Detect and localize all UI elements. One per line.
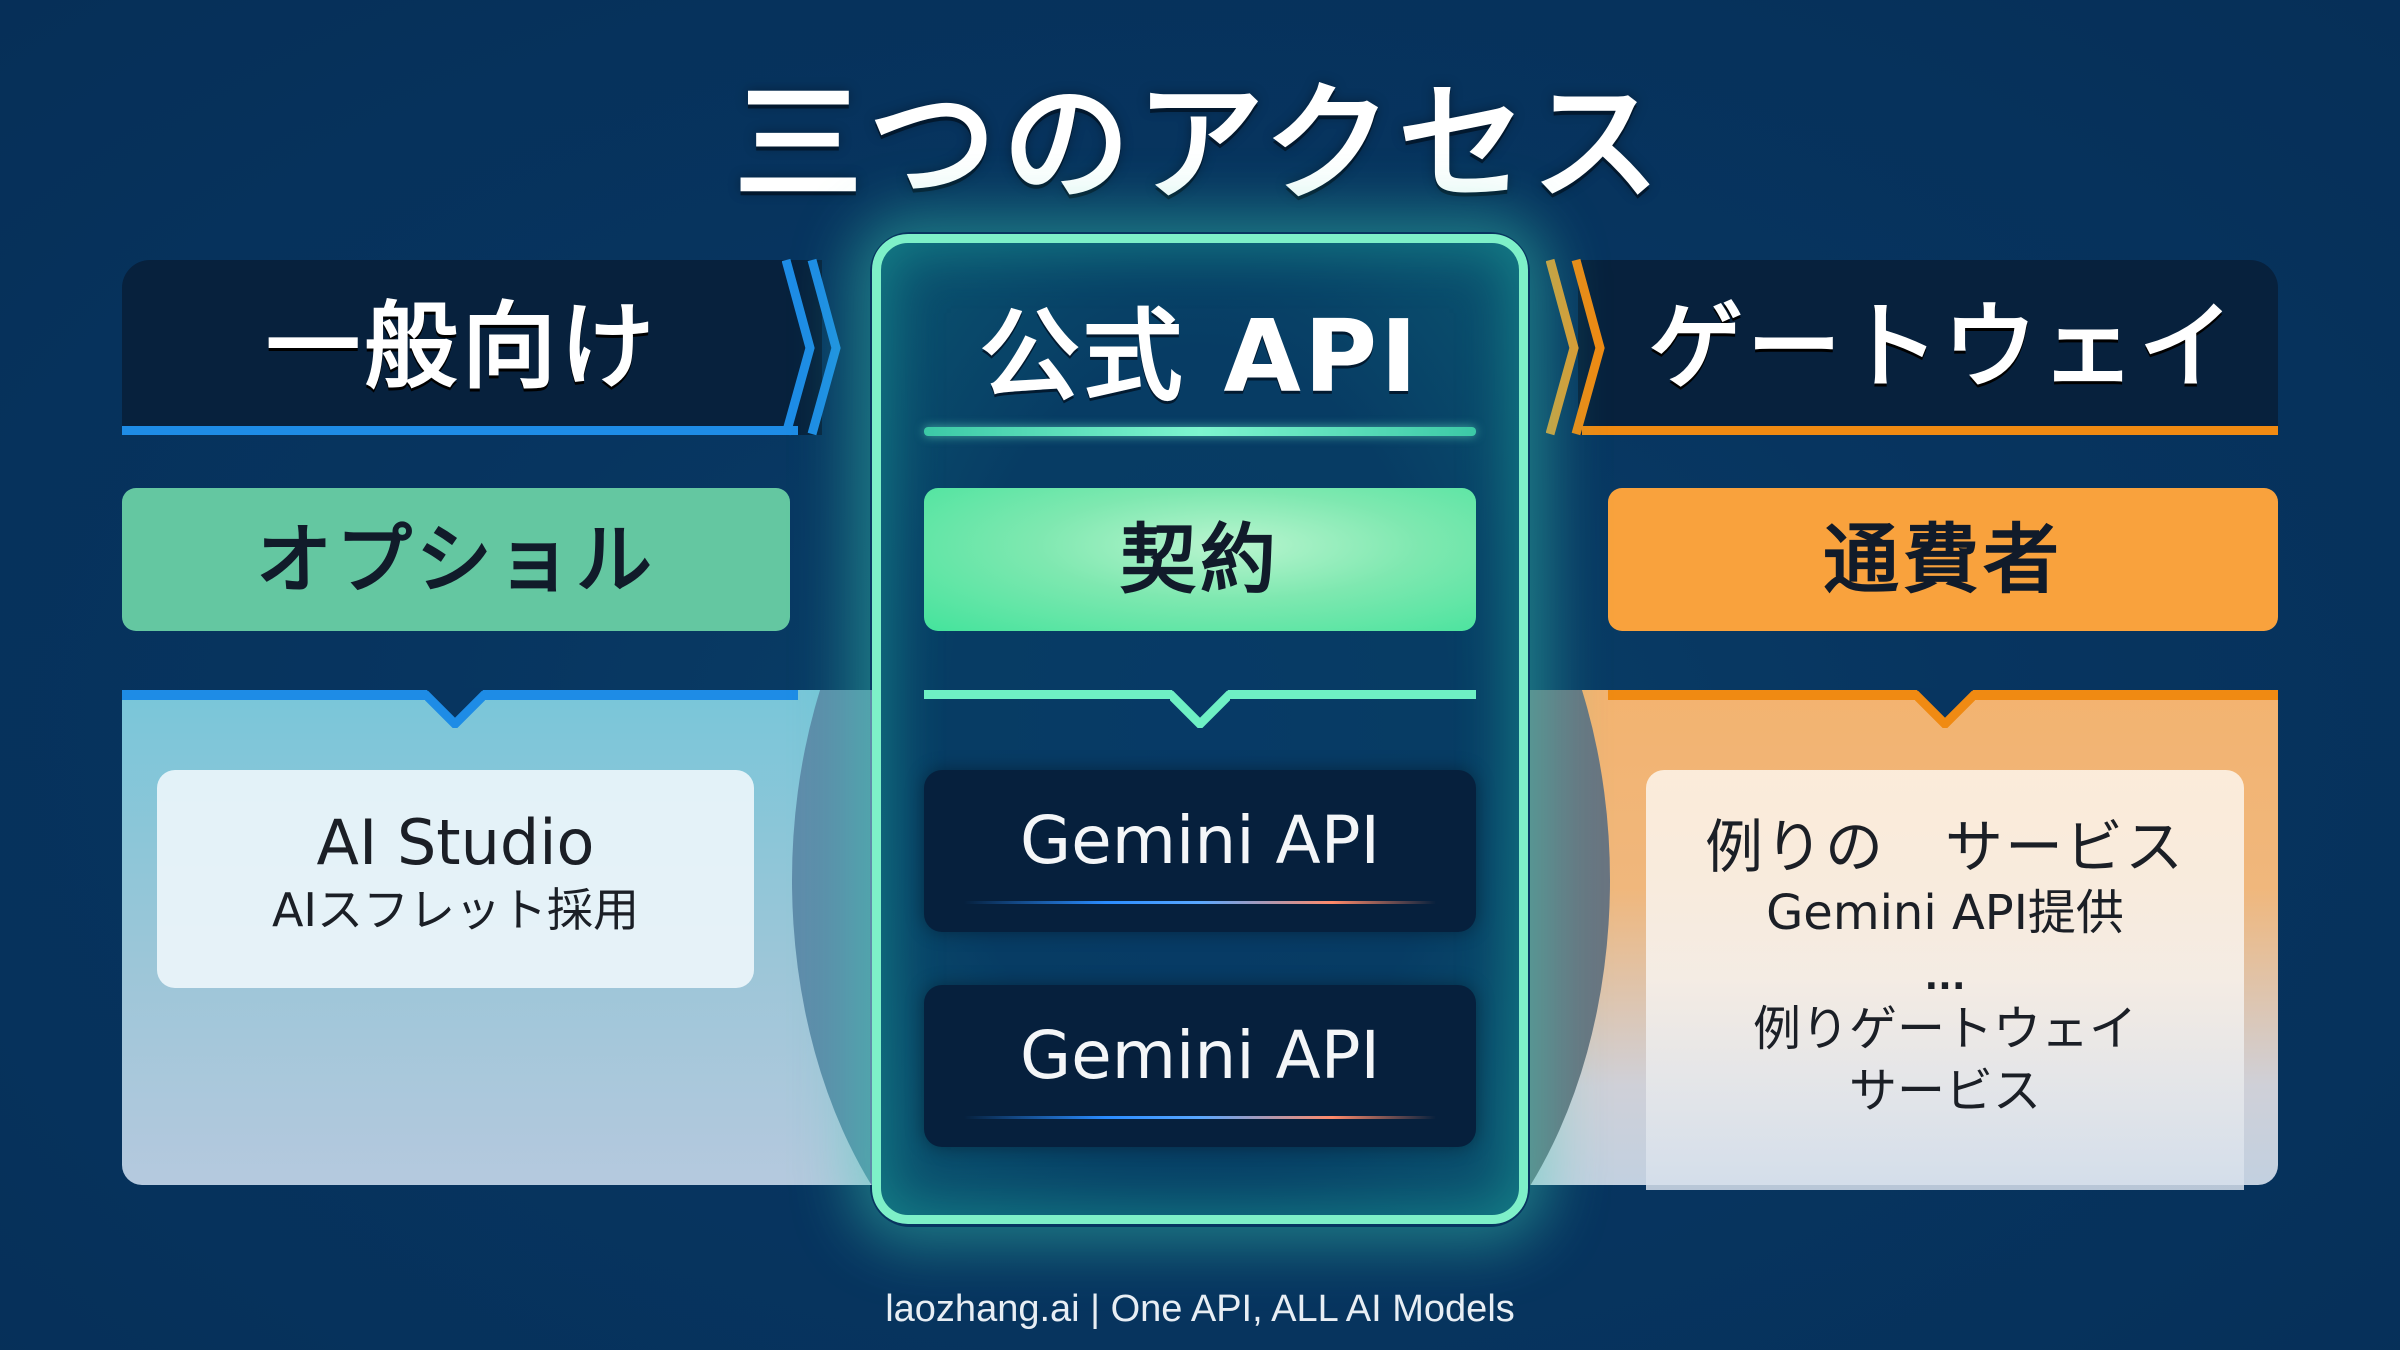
decorative-arc <box>792 690 872 1185</box>
left-header-title: 一般向け <box>265 293 658 402</box>
gateway-line-1: 例りの サービス <box>1704 813 2185 881</box>
glow-underline <box>964 901 1436 904</box>
double-chevron-right-icon <box>782 258 841 436</box>
right-header-title: ゲートウェイ <box>1648 293 2237 402</box>
center-header-title: 公式 API <box>979 298 1421 415</box>
right-header-banner: ゲートウェイ <box>1578 260 2278 435</box>
page-title: 三つのアクセス <box>734 70 1666 219</box>
center-category-label: 契約 <box>924 488 1476 631</box>
gemini-api-item: Gemini API <box>924 985 1476 1147</box>
gateway-line-2: Gemini API提供 <box>1766 885 2124 941</box>
gateway-services-card: 例りの サービス Gemini API提供 ... 例りゲートウェイ サービス <box>1646 770 2244 1190</box>
gemini-api-item: Gemini API <box>924 770 1476 932</box>
right-pointer-notch-icon <box>1915 688 1975 728</box>
gateway-ellipsis: ... <box>1924 957 1966 998</box>
gateway-line-4: 例りゲートウェイ <box>1752 1001 2137 1057</box>
right-category-label: 通費者 <box>1608 488 2278 631</box>
gemini-api-label: Gemini API <box>1020 802 1380 879</box>
gemini-api-label: Gemini API <box>1020 1017 1380 1094</box>
gateway-line-5: サービス <box>1848 1063 2041 1119</box>
left-header-banner: 一般向け <box>122 260 822 435</box>
center-header-divider <box>924 427 1476 436</box>
left-category-label: オプショル <box>122 488 790 631</box>
ai-studio-subtitle: AIスフレット採用 <box>271 883 640 937</box>
footer-tagline: laozhang.ai | One API, ALL AI Models <box>885 1288 1515 1330</box>
glow-underline <box>964 1116 1436 1119</box>
right-header-underline <box>1582 426 2278 435</box>
ai-studio-card: AI Studio AIスフレット採用 <box>157 770 754 988</box>
double-chevron-right-icon <box>1546 258 1605 436</box>
decorative-arc <box>1530 690 1610 1185</box>
center-pointer-notch-icon <box>1170 688 1230 728</box>
left-header-underline <box>122 426 798 435</box>
left-pointer-notch-icon <box>425 688 485 728</box>
ai-studio-title: AI Studio <box>316 806 595 879</box>
